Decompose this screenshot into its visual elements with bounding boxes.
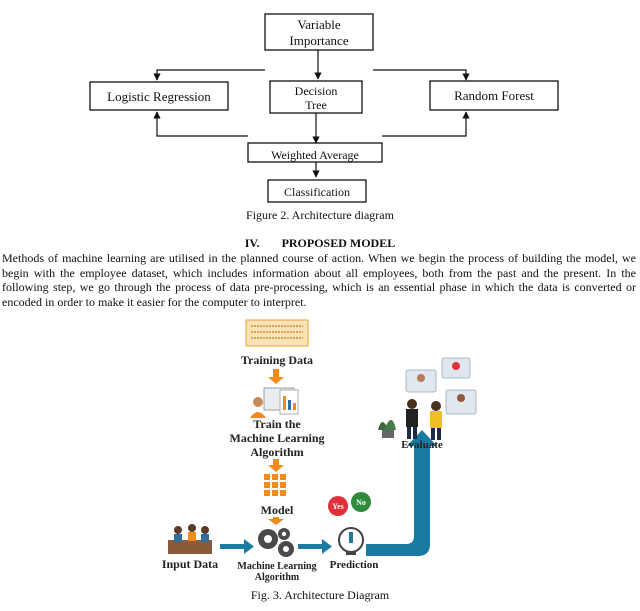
orange-arrow-2-head xyxy=(268,465,284,472)
connector-weighted-right xyxy=(382,111,470,137)
classification-box xyxy=(267,179,367,203)
ml-algorithm-label-1: Machine Learning xyxy=(237,561,316,572)
classification-label: Classification xyxy=(284,185,350,199)
no-badge xyxy=(351,492,371,512)
evaluate-label: Evaluate xyxy=(401,439,443,451)
orange-arrow-3 xyxy=(273,517,279,520)
training-data-label: Training Data xyxy=(241,353,313,367)
yes-badge xyxy=(328,496,348,516)
orange-arrow-2 xyxy=(273,459,279,465)
section-heading: IV. PROPOSED MODEL xyxy=(0,236,640,251)
section-number: IV. xyxy=(244,236,260,250)
variable-importance-box xyxy=(264,13,374,51)
orange-arrow-3-head xyxy=(268,519,284,525)
decision-tree-label-2: Tree xyxy=(305,98,327,112)
teal-arrows xyxy=(220,430,437,556)
logistic-regression-label: Logistic Regression xyxy=(107,89,211,104)
logistic-regression-box xyxy=(89,81,229,111)
train-label-1: Train the xyxy=(253,417,301,431)
model-label: Model xyxy=(261,503,294,517)
variable-importance-label-2: Importance xyxy=(289,33,348,48)
input-data-icon xyxy=(168,524,212,554)
connector-top-left xyxy=(153,69,265,81)
input-data-label: Input Data xyxy=(162,557,218,571)
figure-3-diagram: Training Data Train the Machine Learning… xyxy=(162,319,477,583)
train-algorithm-icon xyxy=(250,387,299,418)
variable-importance-label-1: Variable xyxy=(297,17,341,32)
decision-tree-label-1: Decision xyxy=(295,84,338,98)
connector-weighted-left xyxy=(153,111,248,137)
orange-arrow-1 xyxy=(273,369,279,377)
figure-2-caption: Figure 2. Architecture diagram xyxy=(246,208,394,222)
weighted-average-label: Weighted Average xyxy=(271,148,359,162)
no-label: No xyxy=(356,498,366,507)
train-label-2: Machine Learning xyxy=(230,431,325,445)
prediction-icon xyxy=(338,527,364,555)
evaluate-illustration xyxy=(378,357,477,440)
figure-2-diagram: Variable Importance Logistic Regression … xyxy=(89,13,559,203)
figure-3-caption: Fig. 3. Architecture Diagram xyxy=(250,588,390,602)
ml-algorithm-label-2: Algorithm xyxy=(255,572,300,583)
section-title: PROPOSED MODEL xyxy=(281,236,396,250)
model-cube-icon xyxy=(264,474,286,496)
connector-top-right xyxy=(373,69,470,81)
prediction-label: Prediction xyxy=(330,559,379,571)
train-label-3: Algorithm xyxy=(250,445,303,459)
evaluate-arrow xyxy=(366,430,437,556)
orange-arrow-1-head xyxy=(268,377,284,384)
yes-label: Yes xyxy=(332,502,344,511)
random-forest-box xyxy=(429,80,559,111)
section-paragraph: Methods of machine learning are utilised… xyxy=(2,251,636,309)
gears-icon xyxy=(258,528,294,557)
decision-tree-box xyxy=(269,80,363,114)
weighted-average-box xyxy=(247,142,383,163)
training-data-icon xyxy=(245,319,309,347)
random-forest-label: Random Forest xyxy=(454,88,534,103)
